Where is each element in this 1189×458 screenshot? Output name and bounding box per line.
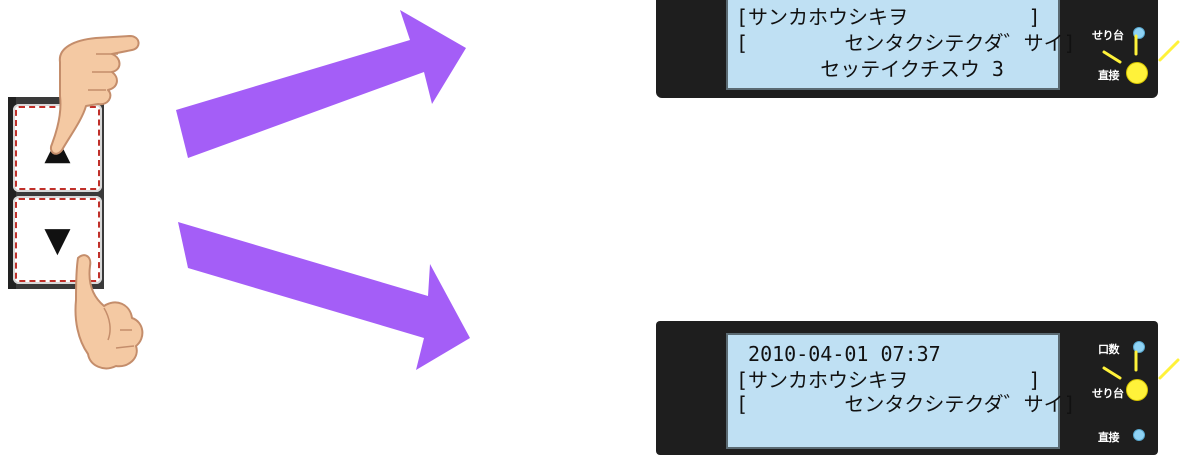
led-chokusetsu-lit (1126, 62, 1148, 84)
hand-pointing-down-icon (50, 35, 140, 155)
indicator-label-chokusetsu: 直接 (1098, 431, 1120, 444)
led-chokusetsu (1133, 429, 1145, 441)
bottom-lcd-screen: 2010-04-01 07:37 [サンカホウシキヲ ] [ センタクシテクダ゛… (726, 333, 1076, 449)
top-led-glow (1102, 34, 1180, 64)
bottom-lcd-line: [ センタクシテクダ゛サイ] (736, 392, 1076, 416)
top-lcd-line: [サンカホウシキヲ ] (736, 5, 1041, 29)
top-display-panel: [サンカホウシキヲ ] [ センタクシテクダ゛サイ] セッテイクチスウ 3 せり… (656, 0, 1158, 98)
bottom-lcd-line: 2010-04-01 07:37 (736, 342, 941, 366)
indicator-label-kuchisu: 口数 (1098, 343, 1120, 356)
arrow-to-bottom-display (178, 222, 470, 370)
top-lcd-screen: [サンカホウシキヲ ] [ センタクシテクダ゛サイ] セッテイクチスウ 3 (726, 0, 1076, 90)
indicator-label-chokusetsu: 直接 (1098, 69, 1120, 82)
led-seridai-lit (1126, 379, 1148, 401)
down-triangle-icon: ▼ (44, 220, 71, 260)
bottom-led-glow (1102, 350, 1180, 380)
bottom-lcd-line: [サンカホウシキヲ ] (736, 368, 1041, 392)
indicator-label-seridai: せり台 (1092, 387, 1124, 400)
bottom-display-panel: 2010-04-01 07:37 [サンカホウシキヲ ] [ センタクシテクダ゛… (656, 321, 1158, 455)
led-kuchisu (1133, 341, 1145, 353)
top-lcd-line: [ センタクシテクダ゛サイ] (736, 31, 1076, 55)
hand-pointing-up-icon (74, 254, 144, 370)
top-lcd-line: セッテイクチスウ 3 (736, 57, 1004, 81)
indicator-label-seridai: せり台 (1092, 29, 1124, 42)
arrow-to-top-display (176, 10, 466, 158)
